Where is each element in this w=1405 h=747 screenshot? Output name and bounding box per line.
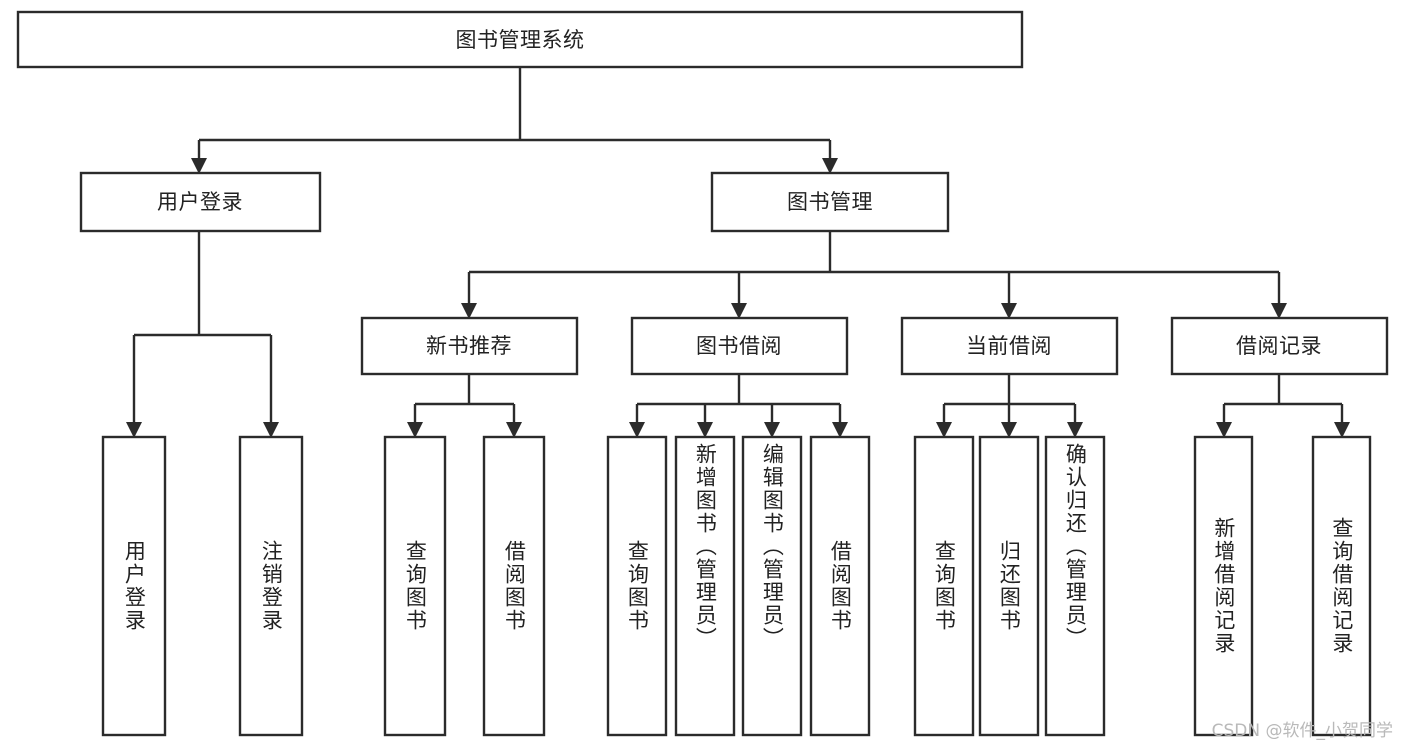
node-root-box[interactable] — [16, 10, 1024, 69]
node-current-borrow-box[interactable] — [900, 316, 1119, 376]
node-user-login-label: 用户登录 — [157, 190, 243, 214]
node-new-book-recommend-label: 新书推荐 — [426, 334, 512, 358]
node-book-borrow-label: 图书借阅 — [696, 334, 782, 358]
arrow-nbr-child-2-icon — [506, 422, 522, 438]
arrow-bm-to-current-borrow-icon — [1001, 303, 1017, 319]
node-leaf-borrow-book-1-box[interactable] — [482, 435, 546, 737]
arrow-bm-to-borrow-record-icon — [1271, 303, 1287, 319]
arrow-br-child-2-icon — [1334, 422, 1350, 438]
node-leaf-query-book-2-box[interactable] — [606, 435, 668, 737]
arrow-root-to-user-login-icon — [191, 158, 207, 174]
watermark: CSDN @软件_小贺同学 — [1211, 721, 1393, 741]
node-book-borrow-box[interactable] — [630, 316, 849, 376]
node-leaf-add-record-box[interactable] — [1193, 435, 1254, 737]
node-new-book-recommend-box[interactable] — [360, 316, 579, 376]
node-leaf-edit-book-box[interactable] — [741, 435, 803, 737]
arrow-nbr-child-1-icon — [407, 422, 423, 438]
arrow-user-login-child-2-icon — [263, 422, 279, 438]
connector-layer — [126, 67, 1350, 438]
node-user-login-box[interactable] — [79, 171, 322, 233]
node-current-borrow[interactable]: 当前借阅 — [900, 316, 1119, 376]
node-book-management-box[interactable] — [710, 171, 950, 233]
arrow-bm-to-new-book-recommend-icon — [461, 303, 477, 319]
node-leaf-query-record-box[interactable] — [1311, 435, 1372, 737]
node-leaf-user-logout-box[interactable] — [238, 435, 304, 737]
node-user-login[interactable]: 用户登录 — [79, 171, 322, 233]
node-leaf-query-book-3-box[interactable] — [913, 435, 975, 737]
arrow-bm-to-book-borrow-icon — [731, 303, 747, 319]
node-current-borrow-label: 当前借阅 — [966, 334, 1052, 358]
node-layer: 图书管理系统 用户登录 图书管理 新书推荐 图书借阅 — [16, 10, 1389, 737]
node-new-book-recommend[interactable]: 新书推荐 — [360, 316, 579, 376]
node-leaf-add-book-box[interactable] — [674, 435, 736, 737]
node-borrow-record-box[interactable] — [1170, 316, 1389, 376]
node-leaf-user-login-box[interactable] — [101, 435, 167, 737]
node-leaf-return-book-box[interactable] — [978, 435, 1040, 737]
node-leaf-confirm-return-box[interactable] — [1044, 435, 1106, 737]
arrow-cb-child-3-icon — [1067, 422, 1083, 438]
arrow-bb-child-1-icon — [629, 422, 645, 438]
arrow-br-child-1-icon — [1216, 422, 1232, 438]
node-borrow-record[interactable]: 借阅记录 — [1170, 316, 1389, 376]
arrow-bb-child-2-icon — [697, 422, 713, 438]
node-root[interactable]: 图书管理系统 — [16, 10, 1024, 69]
node-book-management-label: 图书管理 — [787, 190, 873, 214]
node-leaf-query-book-1-box[interactable] — [383, 435, 447, 737]
arrow-cb-child-1-icon — [936, 422, 952, 438]
node-book-borrow[interactable]: 图书借阅 — [630, 316, 849, 376]
arrow-cb-child-2-icon — [1001, 422, 1017, 438]
arrow-bb-child-4-icon — [832, 422, 848, 438]
arrow-bb-child-3-icon — [764, 422, 780, 438]
arrow-root-to-book-management-icon — [822, 158, 838, 174]
node-root-label: 图书管理系统 — [456, 28, 585, 52]
node-leaf-borrow-book-2-box[interactable] — [809, 435, 871, 737]
node-book-management[interactable]: 图书管理 — [710, 171, 950, 233]
arrow-user-login-child-1-icon — [126, 422, 142, 438]
node-borrow-record-label: 借阅记录 — [1236, 334, 1322, 358]
